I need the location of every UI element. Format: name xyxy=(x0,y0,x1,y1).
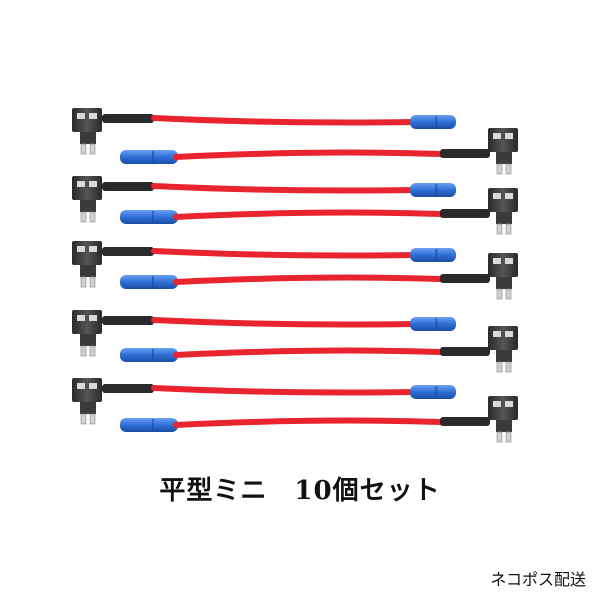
fuse-holder xyxy=(488,128,518,175)
fuse-tap-harness xyxy=(120,253,518,300)
fuse-tap-harness xyxy=(72,378,456,425)
fuse-holder xyxy=(72,108,102,155)
butt-terminal xyxy=(410,385,456,399)
shipping-note: ネコポス配送 xyxy=(490,570,586,589)
heat-shrink xyxy=(102,182,154,191)
product-caption: 平型ミニ 10個セット xyxy=(159,476,441,506)
fuse-tap-harness xyxy=(120,128,518,175)
red-wire xyxy=(151,248,417,259)
fuse-holder xyxy=(488,188,518,235)
red-wire xyxy=(173,209,443,220)
heat-shrink xyxy=(440,274,490,283)
red-wire xyxy=(173,347,443,358)
red-wire xyxy=(151,183,417,194)
heat-shrink xyxy=(440,347,490,356)
butt-terminal xyxy=(410,183,456,197)
fuse-tap-harness xyxy=(72,176,456,223)
heat-shrink xyxy=(102,114,154,123)
fuse-tap-harness xyxy=(120,188,518,235)
heat-shrink xyxy=(440,417,490,426)
red-wire xyxy=(173,274,443,285)
fuse-holder xyxy=(488,253,518,300)
fuse-holder xyxy=(72,378,102,425)
butt-terminal xyxy=(410,248,456,262)
red-wire xyxy=(173,417,443,428)
fuse-holder xyxy=(72,310,102,357)
heat-shrink xyxy=(102,316,154,325)
butt-terminal xyxy=(410,115,456,129)
fuse-tap-harness xyxy=(120,326,518,373)
fuse-tap-harness xyxy=(120,396,518,443)
fuse-holder xyxy=(72,241,102,288)
red-wire xyxy=(173,149,443,160)
heat-shrink xyxy=(102,247,154,256)
butt-terminal xyxy=(120,275,178,289)
fuse-holder xyxy=(72,176,102,223)
fuse-tap-harness xyxy=(72,241,456,288)
heat-shrink xyxy=(440,209,490,218)
butt-terminal xyxy=(120,348,178,362)
fuse-holder xyxy=(488,326,518,373)
butt-terminal xyxy=(120,418,178,432)
butt-terminal xyxy=(120,210,178,224)
heat-shrink xyxy=(102,384,154,393)
butt-terminal xyxy=(120,150,178,164)
fuse-tap-harness xyxy=(72,108,456,155)
fuse-holder xyxy=(488,396,518,443)
red-wire xyxy=(151,385,417,396)
butt-terminal xyxy=(410,317,456,331)
fuse-tap-harness xyxy=(72,310,456,357)
heat-shrink xyxy=(440,149,490,158)
red-wire xyxy=(151,317,417,328)
red-wire xyxy=(151,115,417,126)
